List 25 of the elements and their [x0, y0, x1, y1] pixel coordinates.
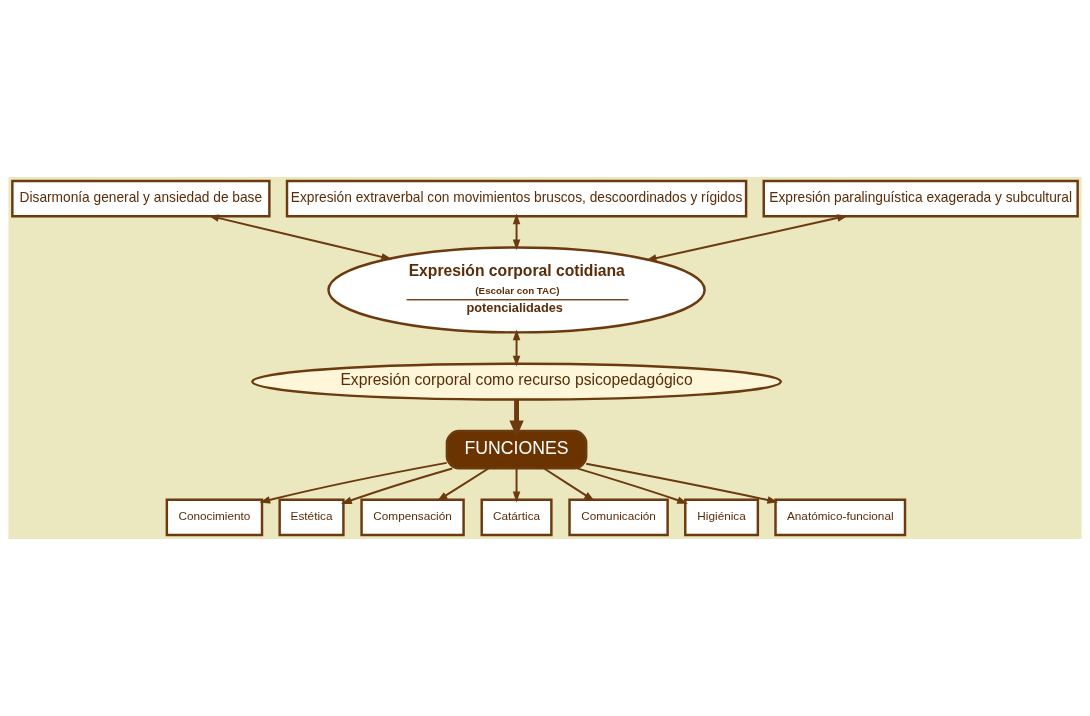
- node-box: Higiénica: [684, 498, 760, 537]
- node-box: Catártica: [480, 498, 553, 537]
- node-box: Conocimiento: [165, 498, 264, 537]
- node-box: Expresión paralinguística exagerada y subcultural: [762, 179, 1079, 218]
- node-box: Anatómico-funcional: [774, 498, 907, 537]
- arrow: [512, 213, 521, 251]
- node-box: Comunicación: [568, 498, 669, 537]
- arrow: [585, 462, 779, 504]
- arrow: [576, 467, 688, 504]
- node-box: Estética: [278, 498, 345, 537]
- node-ellipse: Expresión corporal cotidiana (Escolar con TAC) potencialidades: [327, 246, 706, 334]
- arrow: [436, 467, 490, 502]
- arrow: [259, 461, 448, 504]
- arrow: [512, 329, 521, 367]
- node-box: Disarmonía general y ansiedad de base: [11, 179, 271, 218]
- arrow: [341, 467, 454, 505]
- arrow: [645, 214, 849, 262]
- arrow: [509, 400, 524, 437]
- node-box: Compensación: [360, 498, 465, 537]
- arrow: [512, 467, 521, 503]
- node-box: FUNCIONES: [445, 429, 588, 470]
- arrow: [208, 214, 393, 261]
- node-ellipse: Expresión corporal como recurso psicopedagógico: [251, 362, 782, 401]
- arrow: [543, 467, 595, 502]
- node-box: Expresión extraverbal con movimientos bruscos, descoordinados y rígidos: [285, 179, 748, 218]
